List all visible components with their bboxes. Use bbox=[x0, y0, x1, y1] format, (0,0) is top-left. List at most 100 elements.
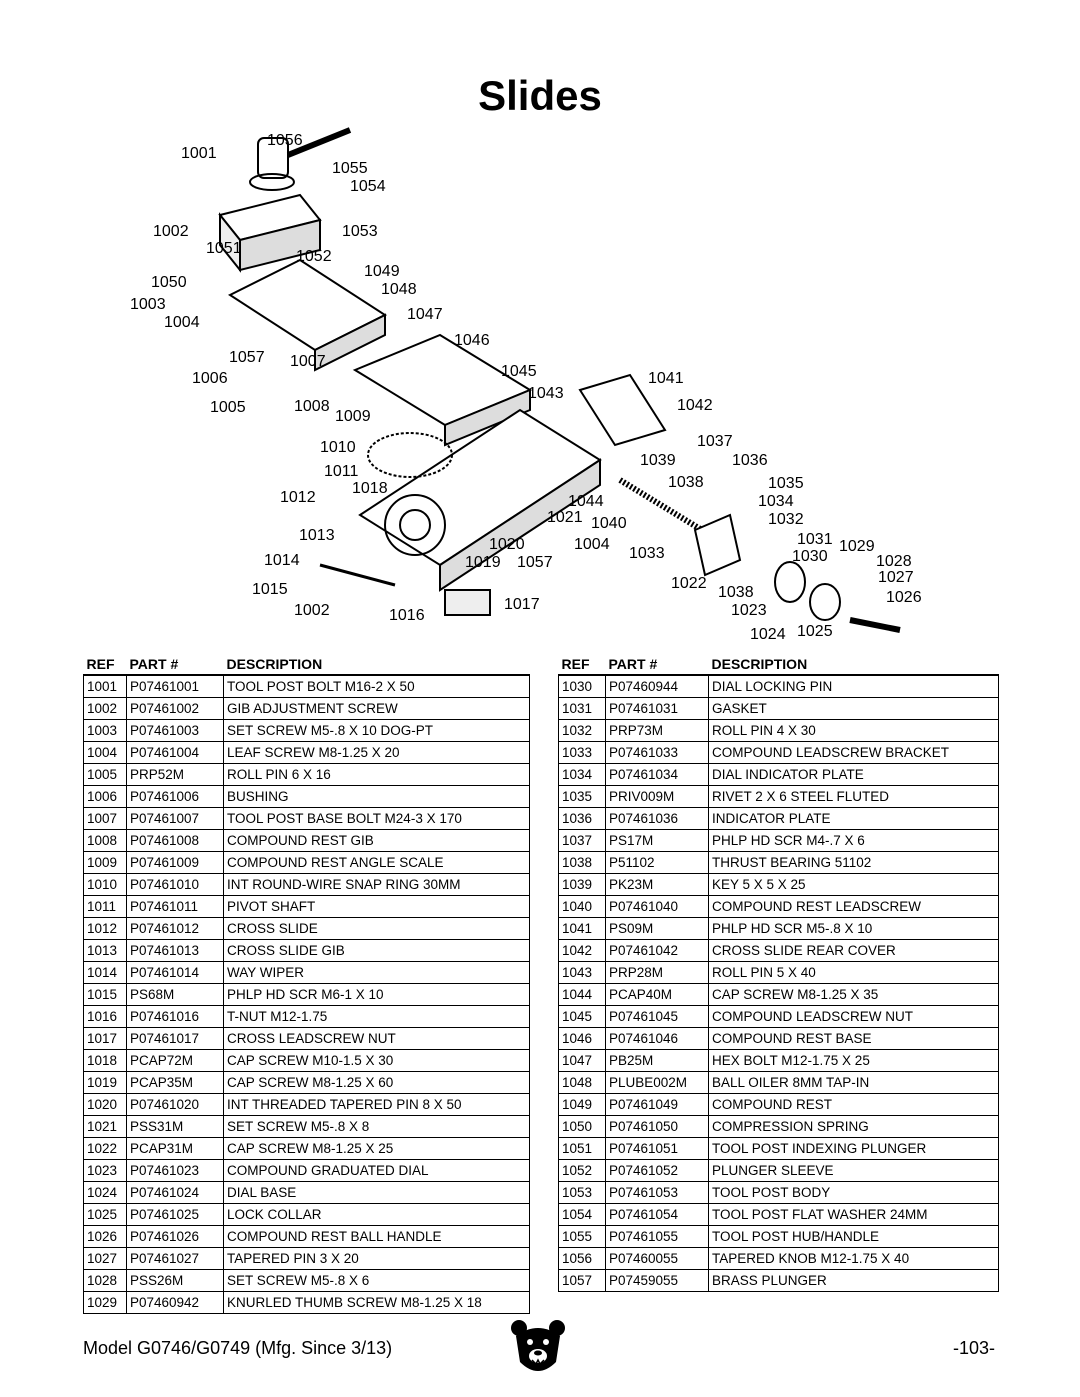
ref-cell: 1038 bbox=[558, 851, 606, 874]
ref-cell: 1018 bbox=[83, 1049, 127, 1072]
ref-cell: 1029 bbox=[83, 1291, 127, 1314]
part-number-cell: PSS26M bbox=[126, 1269, 224, 1292]
description-cell: DIAL BASE bbox=[223, 1181, 530, 1204]
ref-cell: 1044 bbox=[558, 983, 606, 1006]
ref-cell: 1045 bbox=[558, 1005, 606, 1028]
column-header-description: DESCRIPTION bbox=[223, 650, 530, 676]
description-cell: THRUST BEARING 51102 bbox=[708, 851, 999, 874]
callout-label: 1002 bbox=[153, 223, 189, 240]
description-cell: PHLP HD SCR M6-1 X 10 bbox=[223, 983, 530, 1006]
description-cell: GIB ADJUSTMENT SCREW bbox=[223, 697, 530, 720]
part-number-cell: P07460942 bbox=[126, 1291, 224, 1314]
ref-cell: 1041 bbox=[558, 917, 606, 940]
ref-cell: 1003 bbox=[83, 719, 127, 742]
part-number-cell: P07461004 bbox=[126, 741, 224, 764]
part-number-cell: PB25M bbox=[605, 1049, 709, 1072]
part-number-cell: PCAP72M bbox=[126, 1049, 224, 1072]
part-number-cell: P07461003 bbox=[126, 719, 224, 742]
part-number-cell: PCAP40M bbox=[605, 983, 709, 1006]
exploded-parts-diagram: 1056 1001 1055 1054 1002 1053 1051 1052 … bbox=[110, 120, 970, 650]
part-number-cell: P51102 bbox=[605, 851, 709, 874]
callout-label: 1044 bbox=[568, 493, 604, 510]
callout-label: 1045 bbox=[501, 363, 537, 380]
description-cell: CROSS SLIDE GIB bbox=[223, 939, 530, 962]
description-cell: CAP SCREW M8-1.25 X 60 bbox=[223, 1071, 530, 1094]
part-number-cell: P07461052 bbox=[605, 1159, 709, 1182]
description-cell: HEX BOLT M12-1.75 X 25 bbox=[708, 1049, 999, 1072]
callout-label: 1046 bbox=[454, 332, 490, 349]
callout-label: 1037 bbox=[697, 433, 733, 450]
description-cell: RIVET 2 X 6 STEEL FLUTED bbox=[708, 785, 999, 808]
callout-label: 1015 bbox=[252, 581, 288, 598]
callout-label: 1030 bbox=[792, 548, 828, 565]
callout-label: 1040 bbox=[591, 515, 627, 532]
ref-cell: 1032 bbox=[558, 719, 606, 742]
ref-cell: 1022 bbox=[83, 1137, 127, 1160]
ref-cell: 1037 bbox=[558, 829, 606, 852]
callout-label: 1013 bbox=[299, 527, 335, 544]
callout-label: 1019 bbox=[465, 554, 501, 571]
callout-label: 1017 bbox=[504, 596, 540, 613]
ref-cell: 1033 bbox=[558, 741, 606, 764]
part-number-cell: P07461008 bbox=[126, 829, 224, 852]
description-cell: CROSS LEADSCREW NUT bbox=[223, 1027, 530, 1050]
ref-cell: 1010 bbox=[83, 873, 127, 896]
description-cell: CROSS SLIDE bbox=[223, 917, 530, 940]
part-number-cell: P07461020 bbox=[126, 1093, 224, 1116]
description-cell: LOCK COLLAR bbox=[223, 1203, 530, 1226]
table-header-row: REF PART # DESCRIPTION bbox=[558, 650, 999, 676]
part-number-cell: P07461013 bbox=[126, 939, 224, 962]
ref-cell: 1007 bbox=[83, 807, 127, 830]
ref-cell: 1030 bbox=[558, 674, 606, 698]
description-cell: COMPOUND REST GIB bbox=[223, 829, 530, 852]
ref-cell: 1023 bbox=[83, 1159, 127, 1182]
part-number-cell: P07461016 bbox=[126, 1005, 224, 1028]
description-cell: SET SCREW M5-.8 X 6 bbox=[223, 1269, 530, 1292]
callout-label: 1048 bbox=[381, 281, 417, 298]
description-cell: TAPERED PIN 3 X 20 bbox=[223, 1247, 530, 1270]
callout-label: 1006 bbox=[192, 370, 228, 387]
part-number-cell: PRP28M bbox=[605, 961, 709, 984]
part-number-cell: P07461010 bbox=[126, 873, 224, 896]
description-cell: LEAF SCREW M8-1.25 X 20 bbox=[223, 741, 530, 764]
callout-label: 1021 bbox=[547, 509, 583, 526]
ref-cell: 1019 bbox=[83, 1071, 127, 1094]
callout-label: 1023 bbox=[731, 602, 767, 619]
description-cell: INT THREADED TAPERED PIN 8 X 50 bbox=[223, 1093, 530, 1116]
column-header-ref: REF bbox=[558, 650, 606, 676]
ref-cell: 1042 bbox=[558, 939, 606, 962]
ref-cell: 1036 bbox=[558, 807, 606, 830]
ref-cell: 1012 bbox=[83, 917, 127, 940]
ref-cell: 1028 bbox=[83, 1269, 127, 1292]
description-cell: BUSHING bbox=[223, 785, 530, 808]
callout-label: 1034 bbox=[758, 493, 794, 510]
callout-label: 1056 bbox=[267, 132, 303, 149]
callout-label: 1054 bbox=[350, 178, 386, 195]
description-cell: COMPOUND REST LEADSCREW bbox=[708, 895, 999, 918]
callout-label: 1055 bbox=[332, 160, 368, 177]
part-number-cell: P07461011 bbox=[126, 895, 224, 918]
column-header-part: PART # bbox=[126, 650, 224, 676]
description-cell: COMPOUND LEADSCREW BRACKET bbox=[708, 741, 999, 764]
ref-cell: 1039 bbox=[558, 873, 606, 896]
ref-cell: 1017 bbox=[83, 1027, 127, 1050]
description-cell: WAY WIPER bbox=[223, 961, 530, 984]
